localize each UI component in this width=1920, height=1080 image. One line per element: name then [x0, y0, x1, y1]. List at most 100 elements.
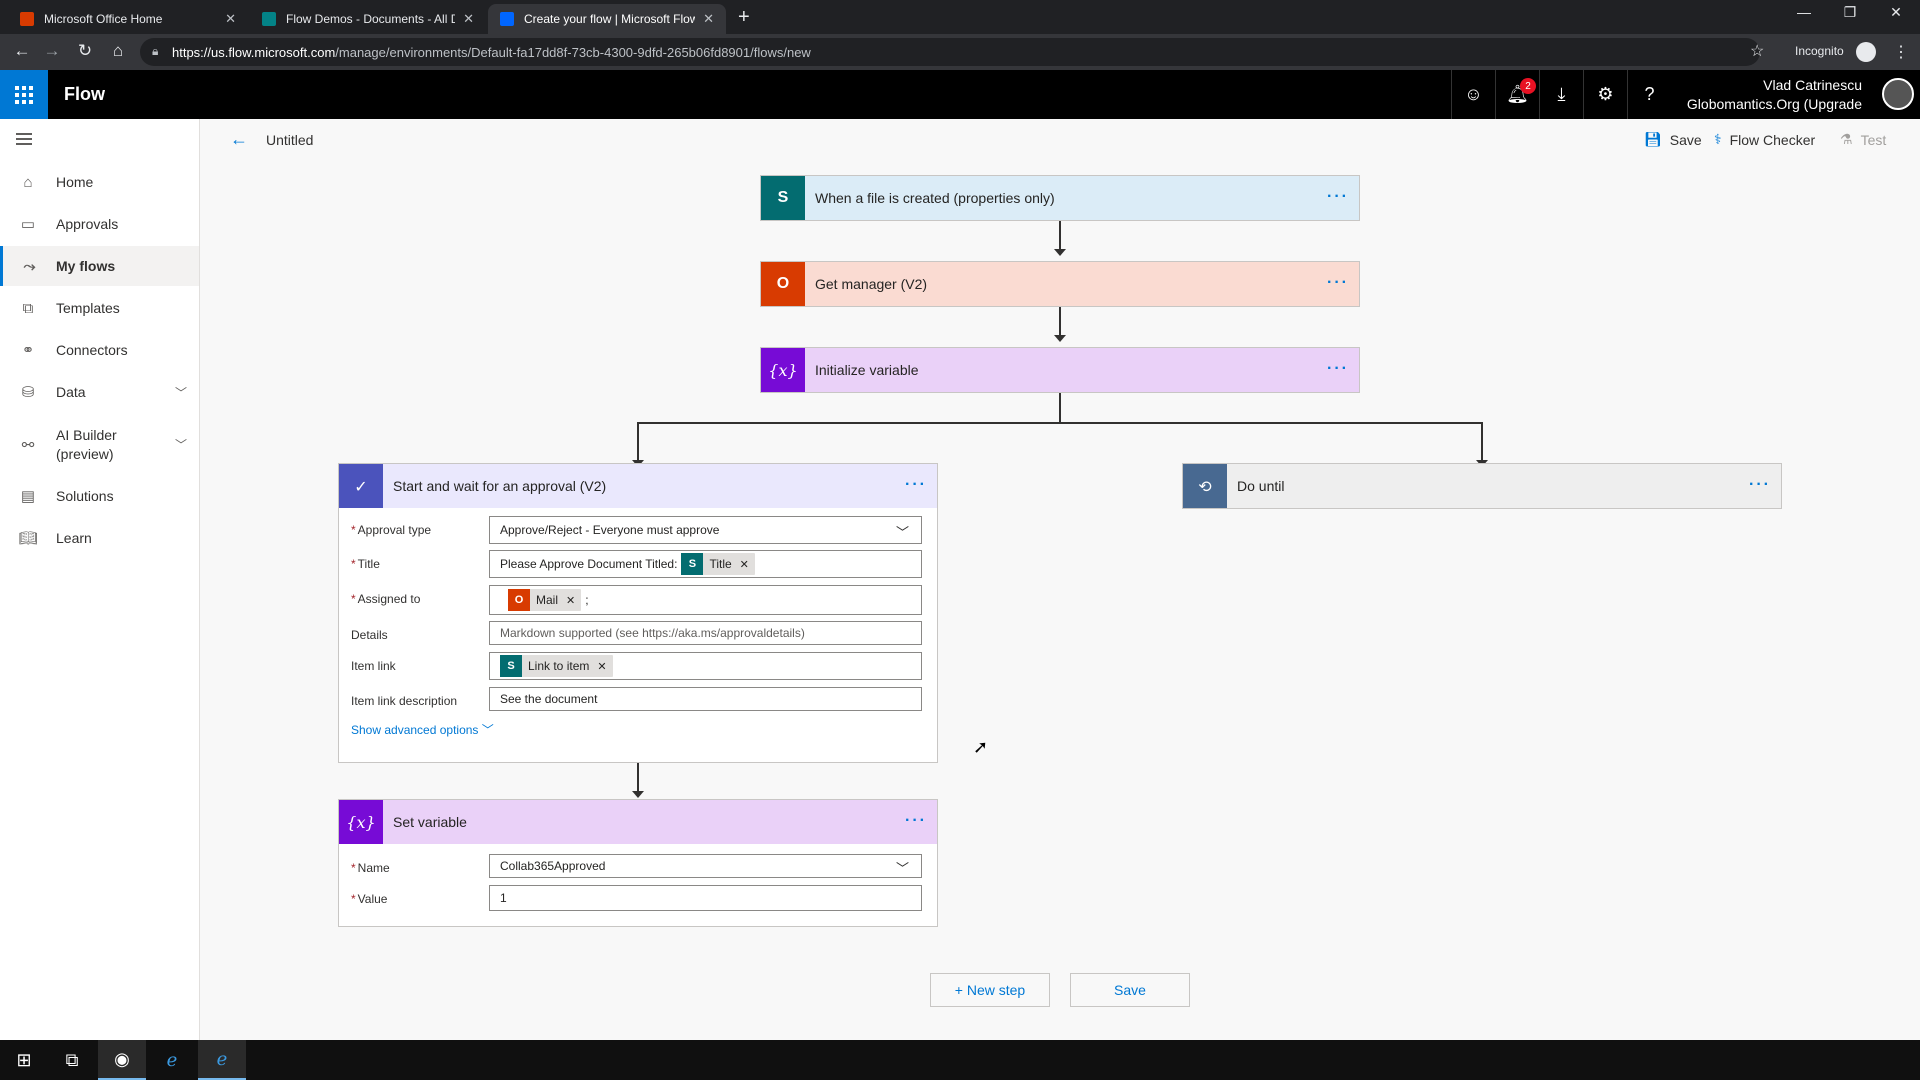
sidebar-item-solutions[interactable]: ▤ Solutions: [0, 476, 199, 516]
more-options-icon[interactable]: ···: [1327, 274, 1349, 291]
browser-tab-flow[interactable]: Create your flow | Microsoft Flow ✕: [488, 4, 726, 34]
help-icon[interactable]: ?: [1627, 70, 1671, 119]
bottom-save-button[interactable]: Save: [1070, 973, 1190, 1007]
sidebar-item-connectors[interactable]: ⚭ Connectors: [0, 330, 199, 370]
more-options-icon[interactable]: ···: [1327, 188, 1349, 205]
back-icon[interactable]: ←: [13, 41, 31, 60]
field-value: 1: [500, 891, 507, 905]
step-card-get-manager[interactable]: O Get manager (V2) ···: [760, 261, 1360, 307]
avatar[interactable]: [1882, 78, 1914, 110]
sidebar-item-label: My flows: [56, 258, 116, 274]
browser-tab-sharepoint[interactable]: Flow Demos - Documents - All D ✕: [250, 4, 486, 34]
more-options-icon[interactable]: ···: [1749, 476, 1771, 493]
approval-type-dropdown[interactable]: Approve/Reject - Everyone must approve ﹀: [489, 516, 922, 544]
step-header[interactable]: O Get manager (V2) ···: [761, 262, 1359, 306]
save-icon: 💾︎: [1644, 131, 1662, 147]
forward-icon[interactable]: →: [43, 41, 61, 60]
solutions-icon: ▤: [20, 488, 36, 505]
chevron-down-icon[interactable]: ﹀: [174, 437, 187, 452]
loop-icon: ⟲: [1183, 464, 1227, 508]
task-view-icon[interactable]: ⧉: [65, 1049, 79, 1070]
chevron-down-icon: ﹀: [895, 525, 909, 540]
url-field[interactable]: 🔒︎ https://us.flow.microsoft.com/manage/…: [140, 38, 1760, 66]
show-advanced-options-link[interactable]: Show advanced options ﹀: [351, 721, 494, 738]
windows-start-icon[interactable]: ⊞: [16, 1049, 32, 1070]
back-arrow-icon[interactable]: ←: [230, 129, 248, 149]
details-field[interactable]: Markdown supported (see https://aka.ms/a…: [489, 621, 922, 645]
bookmark-star-icon[interactable]: ☆: [1750, 43, 1765, 60]
step-header[interactable]: {x} Initialize variable ···: [761, 348, 1359, 392]
app-name[interactable]: Flow: [64, 84, 105, 104]
title-field[interactable]: Please Approve Document Titled: S Title …: [489, 550, 922, 578]
close-window-icon[interactable]: ✕: [1890, 4, 1902, 20]
edge-icon[interactable]: ℯ: [198, 1040, 246, 1080]
assigned-to-field[interactable]: O Mail ✕ ;: [489, 585, 922, 615]
user-info[interactable]: Vlad Catrinescu Globomantics.Org (Upgrad…: [1687, 76, 1862, 114]
browser-menu-icon[interactable]: ⋮: [1893, 44, 1909, 61]
save-button[interactable]: 💾︎ Save: [1644, 131, 1702, 148]
flow-title[interactable]: Untitled: [266, 132, 314, 148]
step-card-trigger[interactable]: S When a file is created (properties onl…: [760, 175, 1360, 221]
step-title: Do until: [1237, 478, 1285, 494]
chrome-icon[interactable]: ◉: [98, 1040, 146, 1080]
value-row: *Value 1: [351, 885, 926, 913]
item-link-description-field[interactable]: See the document: [489, 687, 922, 711]
chevron-down-icon: ﹀: [481, 723, 494, 737]
sidebar-item-my-flows[interactable]: ⤳ My flows: [0, 246, 199, 286]
more-options-icon[interactable]: ···: [905, 476, 927, 493]
sidebar-item-approvals[interactable]: ▭ Approvals: [0, 204, 199, 244]
field-label: *Value: [351, 892, 388, 906]
new-step-button[interactable]: + New step: [930, 973, 1050, 1007]
download-icon[interactable]: ⤓: [1539, 70, 1583, 119]
reload-icon[interactable]: ↻: [77, 41, 93, 60]
more-options-icon[interactable]: ···: [905, 812, 927, 829]
step-card-approval[interactable]: ✓ Start and wait for an approval (V2) ··…: [338, 463, 938, 763]
step-header[interactable]: ✓ Start and wait for an approval (V2) ··…: [339, 464, 937, 508]
browser-tab-office[interactable]: Microsoft Office Home ✕: [8, 4, 248, 34]
test-button[interactable]: ⚗ Test: [1840, 131, 1886, 148]
close-tab-icon[interactable]: ✕: [703, 11, 714, 26]
close-tab-icon[interactable]: ✕: [463, 11, 474, 26]
incognito-icon[interactable]: [1856, 42, 1876, 62]
dynamic-content-token[interactable]: S Title ✕: [681, 553, 755, 575]
sidebar-item-ai-builder[interactable]: ⚯ AI Builder (preview) ﹀: [0, 419, 199, 471]
feedback-smiley-icon[interactable]: ☺: [1451, 70, 1495, 119]
step-card-initialize-variable[interactable]: {x} Initialize variable ···: [760, 347, 1360, 393]
notifications-icon[interactable]: 🔔︎2: [1495, 70, 1539, 119]
close-tab-icon[interactable]: ✕: [225, 11, 236, 26]
settings-gear-icon[interactable]: ⚙: [1583, 70, 1627, 119]
variable-value-field[interactable]: 1: [489, 885, 922, 911]
sidebar-item-templates[interactable]: ⧉ Templates: [0, 288, 199, 328]
item-link-field[interactable]: S Link to item ✕: [489, 652, 922, 680]
flow-checker-button[interactable]: ⚕ Flow Checker: [1714, 131, 1815, 148]
step-header[interactable]: S When a file is created (properties onl…: [761, 176, 1359, 220]
app-header: Flow ☺ 🔔︎2 ⤓ ⚙ ? Vlad Catrinescu Globoma…: [0, 70, 1920, 119]
user-org: Globomantics.Org (Upgrade: [1686, 96, 1862, 112]
dynamic-content-token[interactable]: S Link to item ✕: [500, 655, 613, 677]
variable-name-dropdown[interactable]: Collab365Approved ﹀: [489, 854, 922, 878]
sidebar-item-learn[interactable]: 📖︎ Learn: [0, 518, 199, 558]
dynamic-content-token[interactable]: O Mail ✕: [508, 589, 582, 611]
app-launcher-icon[interactable]: [0, 70, 48, 119]
more-options-icon[interactable]: ···: [1327, 360, 1349, 377]
office-icon: O: [508, 589, 530, 611]
remove-token-icon[interactable]: ✕: [566, 594, 576, 607]
remove-token-icon[interactable]: ✕: [597, 660, 607, 673]
restore-icon[interactable]: ❐: [1843, 4, 1857, 20]
arrow-down-icon: [1054, 249, 1066, 256]
step-card-do-until[interactable]: ⟲ Do until ···: [1182, 463, 1782, 509]
minimize-icon[interactable]: —: [1797, 4, 1811, 20]
remove-token-icon[interactable]: ✕: [739, 558, 749, 571]
sidebar-item-home[interactable]: ⌂ Home: [0, 162, 199, 202]
hamburger-menu-icon[interactable]: [16, 133, 32, 145]
flows-icon: ⤳: [23, 257, 36, 275]
internet-explorer-icon[interactable]: ℯ: [166, 1049, 178, 1070]
sidebar-item-data[interactable]: ⛁ Data ﹀: [0, 372, 199, 412]
step-card-set-variable[interactable]: {x} Set variable ··· *Name Collab365Appr…: [338, 799, 938, 927]
sidebar-item-label: Approvals: [56, 216, 119, 232]
step-header[interactable]: ⟲ Do until ···: [1183, 464, 1781, 508]
step-header[interactable]: {x} Set variable ···: [339, 800, 937, 844]
chevron-down-icon[interactable]: ﹀: [174, 385, 187, 400]
home-icon[interactable]: ⌂: [112, 41, 124, 60]
new-tab-button[interactable]: +: [738, 6, 750, 28]
